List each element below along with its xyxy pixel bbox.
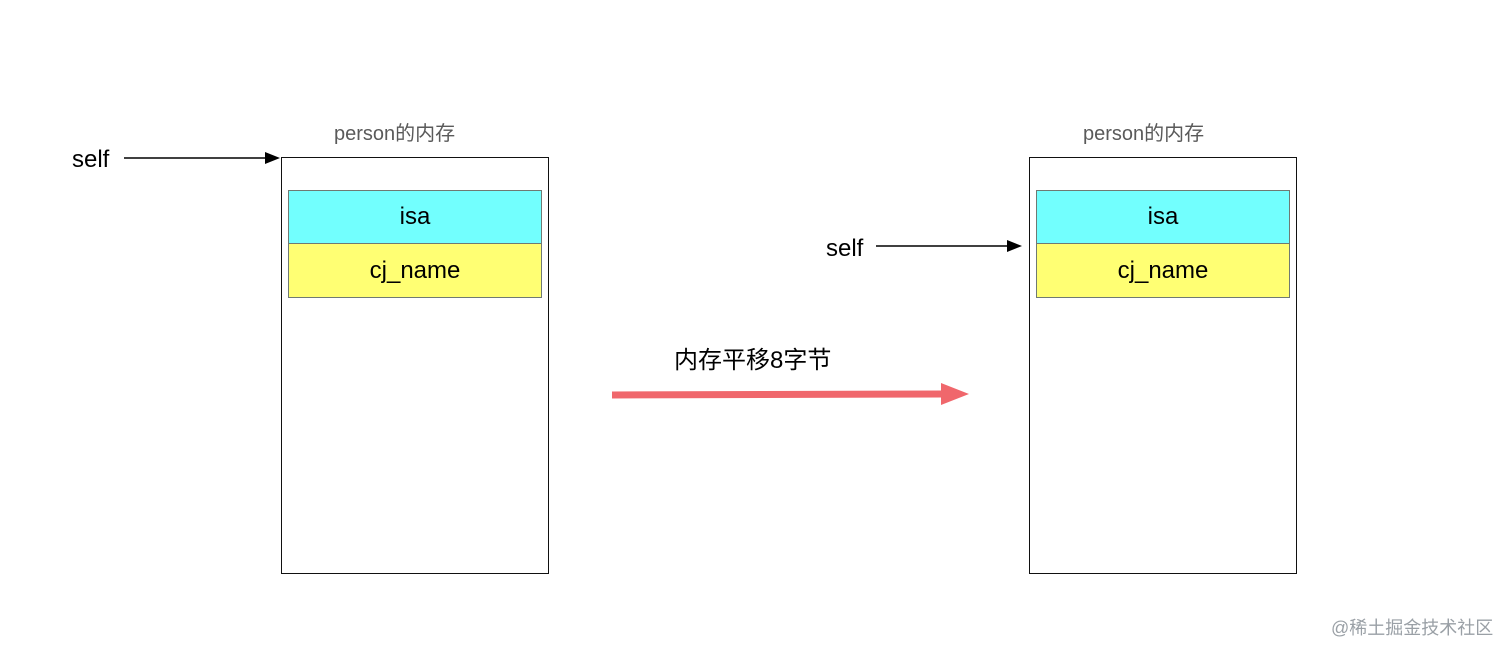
left-cj-name-field: cj_name xyxy=(288,243,542,298)
right-isa-label: isa xyxy=(1147,203,1179,230)
right-memory-title: person的内存 xyxy=(1083,123,1205,145)
right-self-label: self xyxy=(826,235,864,262)
watermark: @稀土掘金技术社区 xyxy=(1331,618,1494,638)
right-isa-field: isa xyxy=(1036,190,1290,244)
left-memory-title: person的内存 xyxy=(334,123,456,145)
left-self-arrow xyxy=(124,152,280,164)
left-isa-label: isa xyxy=(399,203,431,230)
shift-label: 内存平移8字节 xyxy=(674,347,832,374)
right-cj-name-field: cj_name xyxy=(1036,243,1290,298)
shift-arrow xyxy=(611,383,969,405)
left-self-label: self xyxy=(72,146,110,173)
right-self-arrow xyxy=(876,240,1022,252)
right-cj-name-label: cj_name xyxy=(1117,256,1209,284)
left-cj-name-label: cj_name xyxy=(369,256,461,284)
